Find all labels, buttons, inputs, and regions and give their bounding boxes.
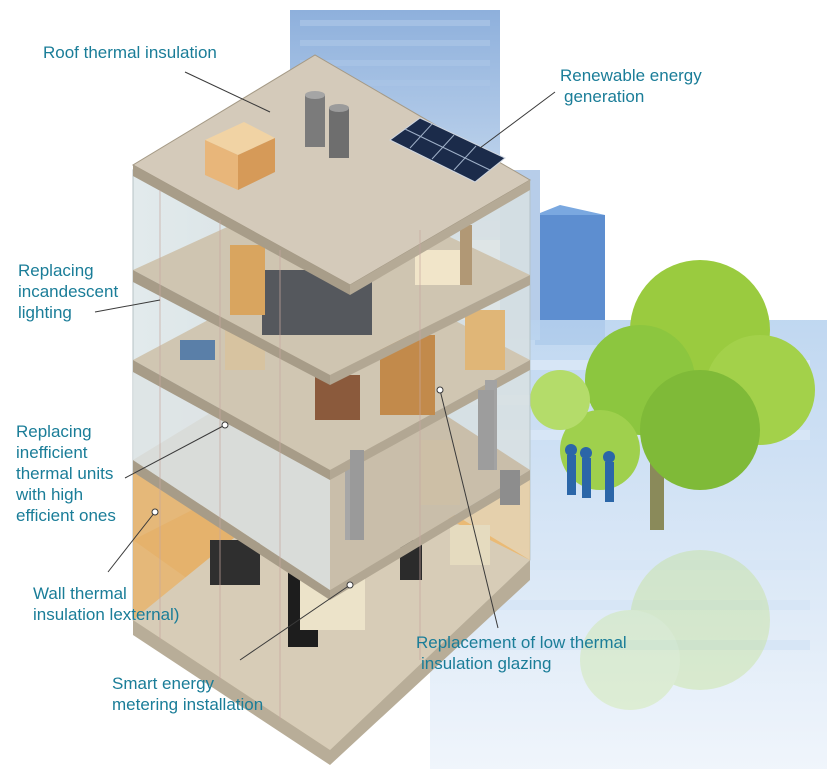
thermal-units-line-5: efficient ones xyxy=(16,506,116,525)
label-replacing-thermal-units: Replacing inefficient thermal units with… xyxy=(16,421,116,526)
thermal-units-line-3: thermal units xyxy=(16,464,114,483)
renewable-line-2: generation xyxy=(564,87,645,106)
leader-markers xyxy=(151,386,444,589)
thermal-units-line-2: inefficient xyxy=(16,443,88,462)
label-replacement-glazing: Replacement of low thermal insulation gl… xyxy=(416,632,627,674)
tree-illustration xyxy=(530,260,815,710)
label-smart-energy-metering: Smart energy metering installation xyxy=(112,673,263,715)
leader-glazing xyxy=(439,389,499,629)
metering-line-1: Smart energy xyxy=(112,674,215,693)
label-roof-thermal-insulation: Roof thermal insulation xyxy=(43,42,217,63)
leader-wall-insulation xyxy=(107,511,156,573)
wall-line-1: Wall thermal xyxy=(33,584,127,603)
leader-renewable-energy xyxy=(479,91,556,149)
rooftop-hvac-unit xyxy=(205,122,275,190)
renewable-line-1: Renewable energy xyxy=(560,66,702,85)
lighting-line-2: incandescent xyxy=(18,282,119,301)
label-replacing-incandescent-lighting: Replacing incandescent lighting xyxy=(18,260,118,323)
label-wall-thermal-insulation: Wall thermal insulation lexternal) xyxy=(33,583,179,625)
lighting-line-3: lighting xyxy=(18,303,72,322)
leader-roof-insulation xyxy=(184,71,271,113)
glazing-line-1: Replacement of low thermal xyxy=(416,633,627,652)
label-renewable-energy-generation: Renewable energy generation xyxy=(560,65,702,107)
rooftop-chimneys xyxy=(305,91,349,158)
lighting-line-1: Replacing xyxy=(18,261,94,280)
glazing-line-2: insulation glazing xyxy=(421,654,552,673)
leader-metering xyxy=(239,584,351,661)
thermal-units-line-4: with high xyxy=(16,485,84,504)
roof-insulation-text: Roof thermal insulation xyxy=(43,43,217,62)
leader-thermal-units xyxy=(124,424,226,479)
metering-line-2: metering installation xyxy=(112,695,264,714)
leader-lines xyxy=(94,71,556,661)
leader-lighting xyxy=(94,299,161,313)
thermal-units-line-1: Replacing xyxy=(16,422,92,441)
wall-line-2: insulation lexternal) xyxy=(33,605,180,624)
solar-panels xyxy=(389,117,506,183)
building-cutaway xyxy=(132,54,531,765)
pedestrians xyxy=(565,444,615,502)
